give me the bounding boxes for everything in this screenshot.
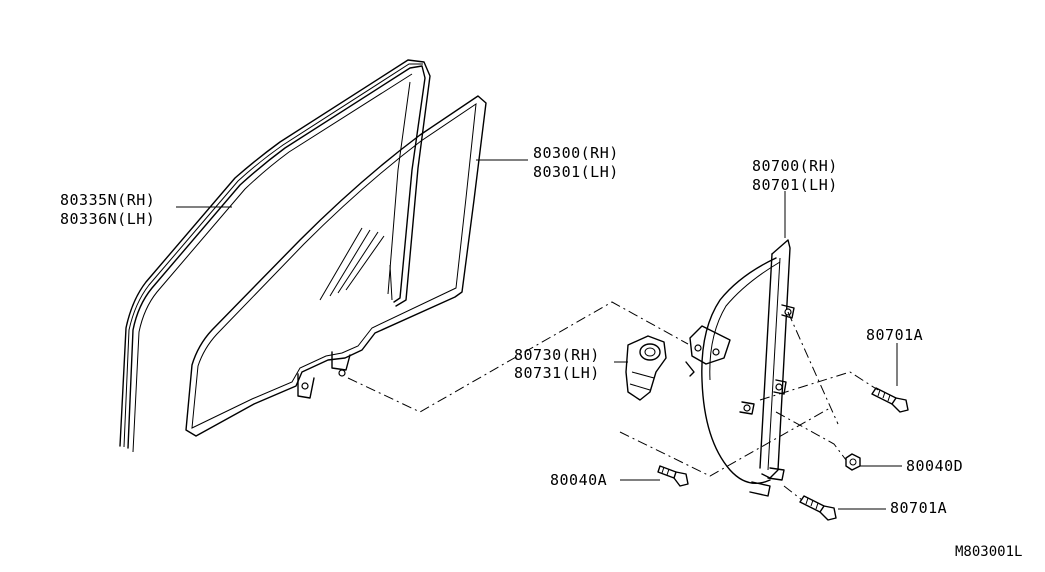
door-glass-part: [185, 95, 487, 437]
label-nut: 80040D: [906, 457, 963, 475]
drawing-code: M803001L: [955, 544, 1022, 560]
label-door-glass-rh: 80300(RH): [533, 144, 619, 162]
label-door-glass-lh: 80301(LH): [533, 163, 619, 181]
label-regulator-rh: 80700(RH): [752, 157, 838, 175]
label-bolt-left: 80040A: [550, 471, 607, 489]
bolt-80040a: [657, 465, 689, 487]
run-channel-part: [119, 59, 431, 453]
label-motor-rh: 80730(RH): [514, 346, 600, 364]
label-bolt-lower: 80701A: [890, 499, 947, 517]
nut-80040d: [845, 453, 861, 471]
regulator-motor-part: [625, 335, 667, 401]
label-run-channel-lh: 80336N(LH): [60, 210, 155, 228]
bolt-80701a-lower: [799, 495, 837, 521]
bolt-80701a-upper: [871, 387, 909, 413]
label-bolt-upper: 80701A: [866, 326, 923, 344]
label-run-channel-rh: 80335N(RH): [60, 191, 155, 209]
label-motor-lh: 80731(LH): [514, 364, 600, 382]
leader-lines: [176, 159, 902, 510]
reference-lines: [347, 301, 879, 501]
window-regulator-part: [685, 239, 795, 497]
label-regulator-lh: 80701(LH): [752, 176, 838, 194]
